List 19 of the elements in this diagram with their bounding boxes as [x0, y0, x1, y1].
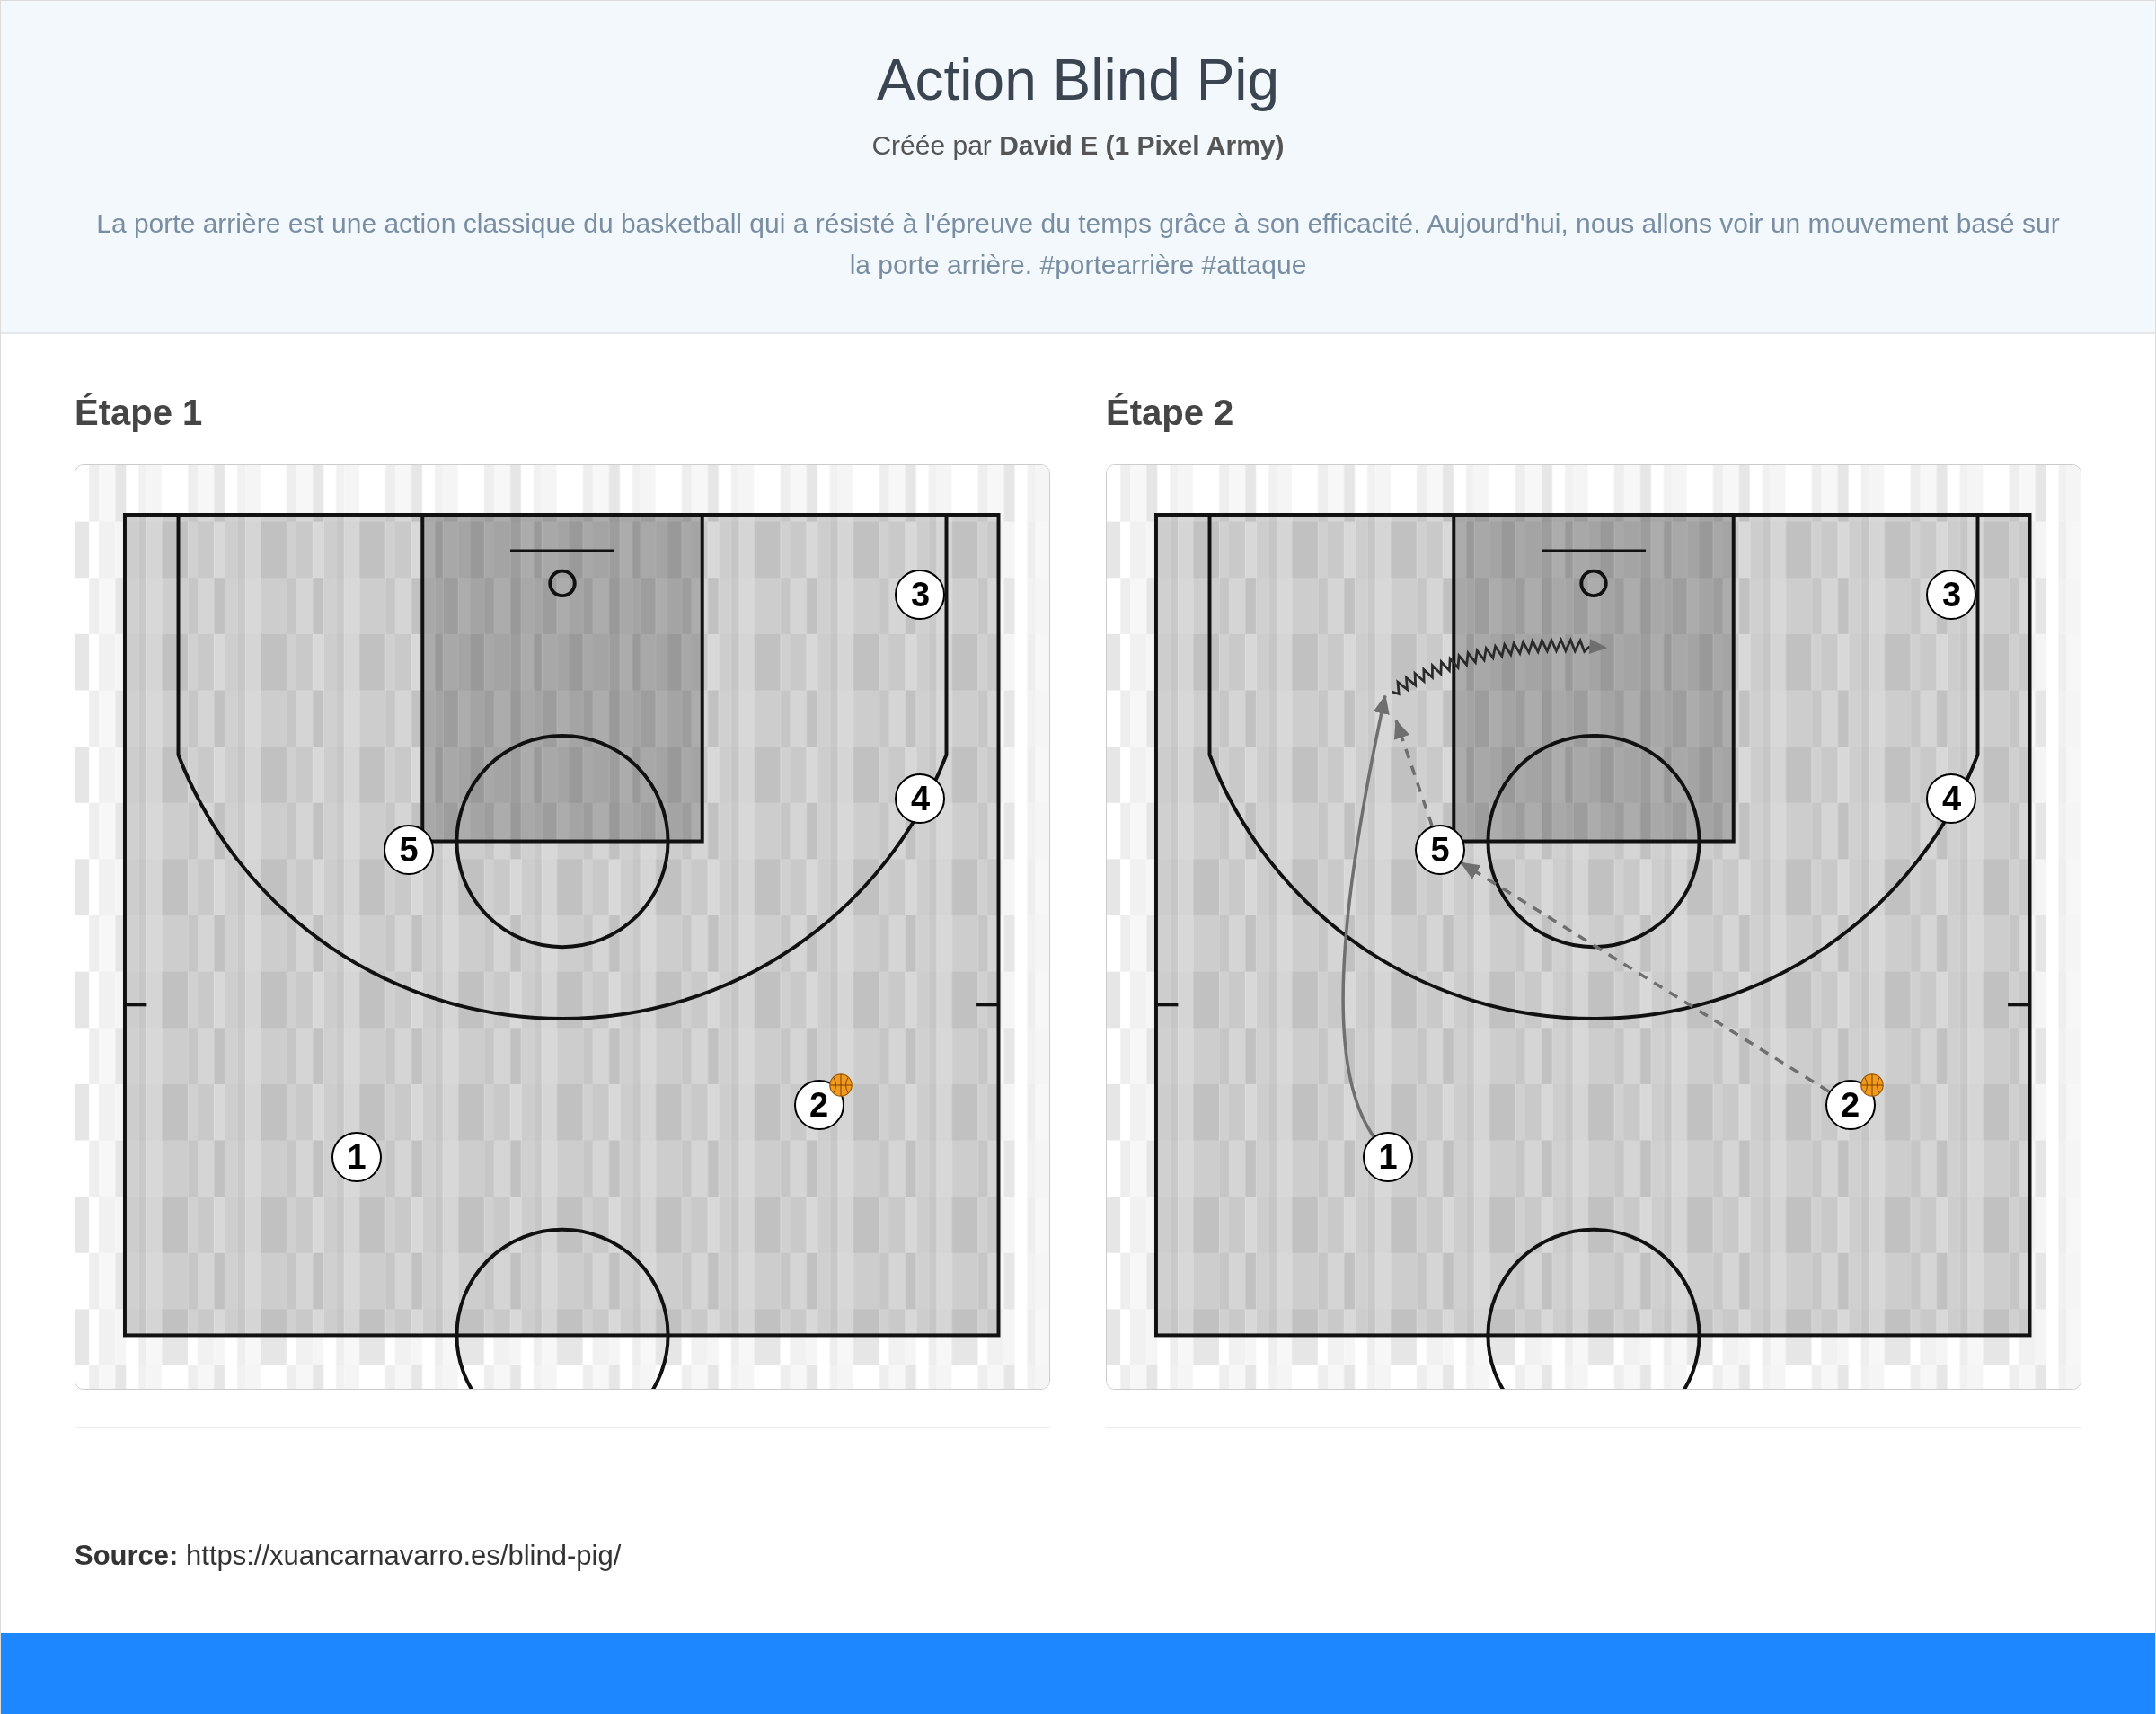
- dashed-arrow: [1460, 861, 1830, 1093]
- step-heading: Étape 1: [75, 392, 203, 434]
- player-number: 1: [347, 1139, 367, 1174]
- player-number: 3: [1941, 577, 1962, 612]
- player-number: 4: [1941, 782, 1962, 817]
- player-number: 3: [910, 577, 931, 612]
- player-number: 2: [1840, 1087, 1860, 1122]
- player-number: 5: [1430, 832, 1450, 867]
- player-number: 1: [1378, 1139, 1398, 1174]
- player-number: 5: [399, 832, 419, 867]
- step-heading: Étape 2: [1106, 392, 1234, 434]
- source-line: Source: https://xuancarnavarro.es/blind-pig/: [75, 1539, 622, 1573]
- page-title: Action Blind Pig: [876, 47, 1280, 114]
- player-number: 4: [910, 782, 931, 817]
- author-line: Créée par David E (1 Pixel Army): [871, 128, 1285, 162]
- dashed-arrow: [1393, 719, 1434, 826]
- description-text: La porte arrière est une action classique du basketball qui a résisté à l'épreuve du temps grâce à son efficacité. Aujourd'hui, nous allons voir un mouvement basé sur la porte arrière. #portearrière #attaque: [95, 207, 2061, 281]
- player-number: 2: [808, 1087, 829, 1122]
- curved-arrow: [1341, 694, 1390, 1137]
